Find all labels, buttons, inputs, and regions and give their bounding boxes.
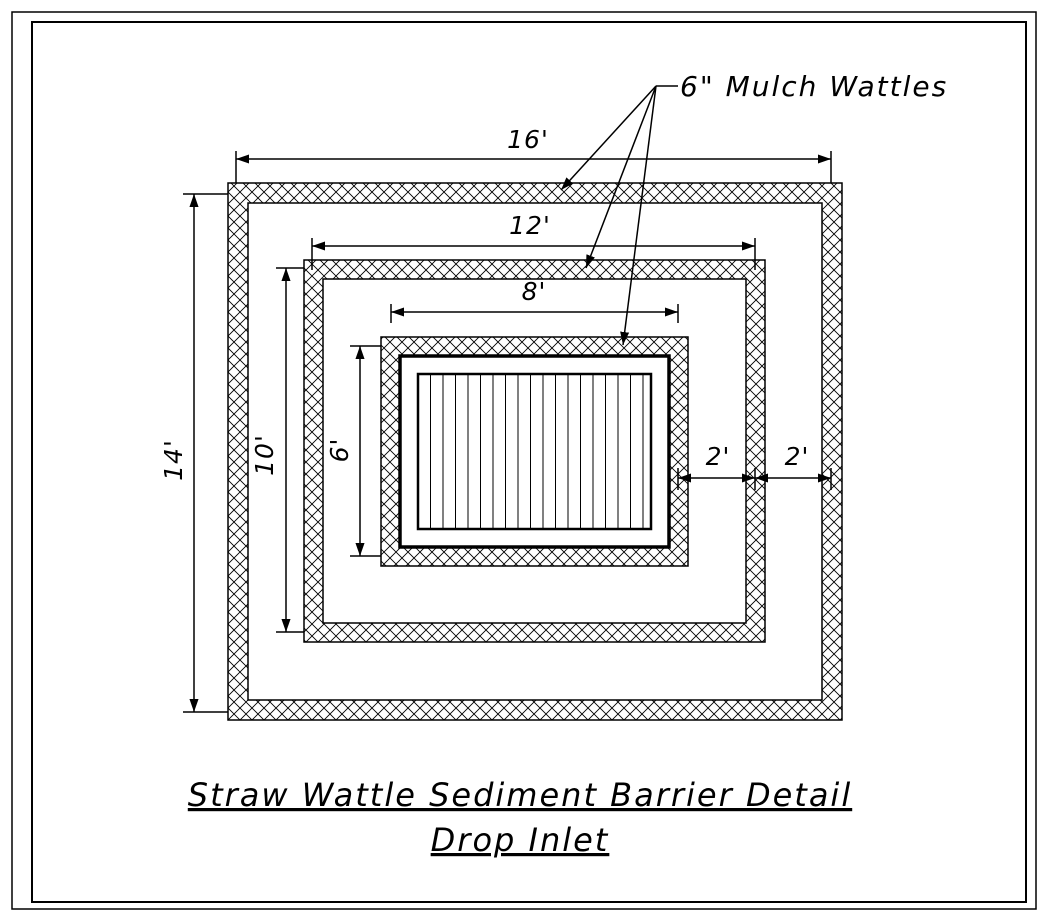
dimension-outer-height: 14' [159, 193, 228, 713]
dimension-label-10ft: 10' [250, 434, 279, 476]
dimension-label-16ft: 16' [507, 125, 549, 154]
dimension-label-2ft-outer: 2' [785, 442, 810, 471]
dimension-label-14ft: 14' [159, 439, 188, 481]
dimension-inner-height: 6' [325, 345, 381, 557]
detail-subtitle: Drop Inlet [431, 821, 610, 859]
dimension-middle-width: 12' [311, 211, 756, 270]
detail-title: Straw Wattle Sediment Barrier Detail [188, 776, 852, 814]
callout-leaders [560, 85, 678, 346]
dimension-label-8ft: 8' [522, 277, 547, 306]
dimension-outer-width: 16' [235, 125, 832, 183]
grate-bars [430, 374, 644, 529]
outer-wattle-ring [227, 182, 843, 721]
dimension-middle-height: 10' [250, 267, 304, 633]
dimension-label-2ft-inner: 2' [706, 442, 731, 471]
dimension-spacing-inner: 2' [677, 442, 756, 490]
dimension-inner-width: 8' [390, 277, 679, 323]
dimension-label-6ft: 6' [325, 438, 354, 463]
middle-wattle-ring [303, 259, 766, 643]
dimension-spacing-outer: 2' [755, 442, 832, 490]
dimension-label-12ft: 12' [509, 211, 551, 240]
drop-inlet-grate [416, 372, 653, 531]
callout-mulch-wattles: 6" Mulch Wattles [680, 70, 948, 103]
sheet-border-outer [11, 11, 1037, 910]
sheet-border-inner [31, 21, 1027, 903]
